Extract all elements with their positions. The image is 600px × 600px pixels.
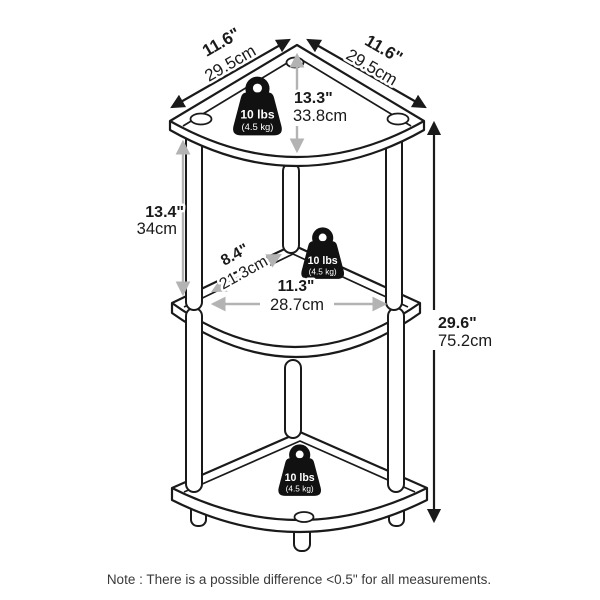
weight-body (278, 458, 322, 496)
label-shelf-width-cm: 28.7cm (270, 296, 324, 314)
gray-dimension-arrows (175, 52, 388, 312)
cam-hole-top-left (189, 112, 213, 126)
bottom-shelf-inner-edge (183, 440, 416, 493)
weight-kg-label: (4.5 kg) (286, 484, 314, 493)
label-top-diagonal-in: 13.3" (294, 90, 333, 107)
top-shelf-front-edge (169, 120, 425, 158)
cam-hole-top-right (386, 112, 410, 126)
support-pole-left-lower (185, 307, 203, 493)
weight-lbs-label: 10 lbs (240, 108, 274, 122)
weight-lbs-label: 10 lbs (285, 472, 315, 484)
support-pole-right-lower (387, 307, 405, 493)
top-shelf-board (168, 43, 426, 167)
cam-hole-bottom-front (293, 511, 315, 523)
weight-lbs-label: 10 lbs (308, 255, 338, 267)
label-total-height-cm: 75.2cm (438, 332, 492, 350)
weight-kg-label: (4.5 kg) (309, 267, 337, 276)
support-pole-right-upper (385, 131, 403, 311)
weight-knob-hole (295, 450, 304, 459)
label-total-height-in: 29.6" (438, 315, 477, 332)
support-pole-left-upper (185, 131, 203, 311)
cam-hole-top-corner (285, 56, 305, 69)
support-pole-back-lower (284, 359, 302, 439)
weight-body (301, 241, 345, 279)
dim-arrow-top-edge-right (306, 38, 427, 109)
weight-knob-hole (318, 233, 327, 242)
label-tier-height-in: 13.4" (145, 204, 184, 221)
dim-arrow-top-edge-left (170, 38, 291, 109)
weight-knob-hole (252, 83, 262, 93)
support-pole-back-upper (282, 162, 300, 254)
weight-icon-bottom-shelf: 10 lbs (4.5 kg) (278, 444, 322, 496)
label-top-diagonal-cm: 33.8cm (293, 107, 347, 125)
label-tier-height-cm: 34cm (137, 220, 177, 238)
dim-arrow-shelf-diagonal (211, 253, 282, 293)
label-shelf-width-in: 11.3" (278, 278, 315, 295)
weight-icon-middle-shelf: 10 lbs (4.5 kg) (301, 227, 345, 279)
black-dimension-arrows (170, 38, 442, 524)
weight-kg-label: (4.5 kg) (241, 122, 273, 133)
middle-shelf-board (170, 243, 422, 358)
measurement-note: Note : There is a possible difference <0… (107, 572, 491, 587)
